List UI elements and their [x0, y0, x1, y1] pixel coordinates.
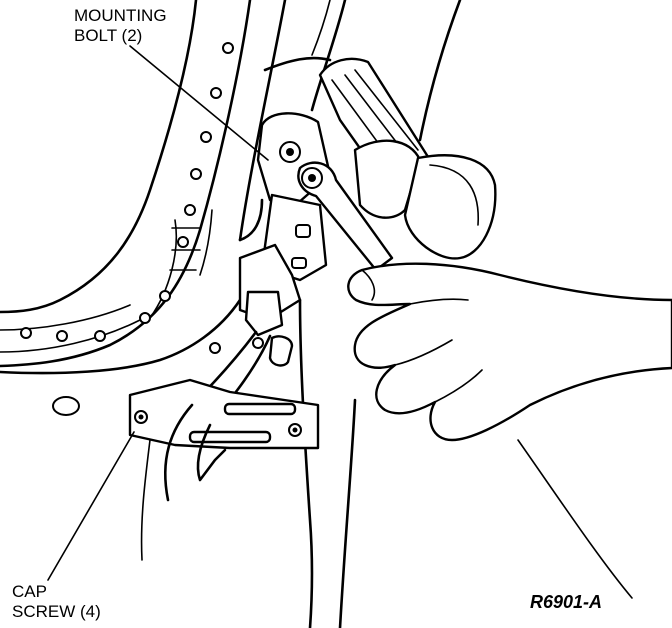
pillar-trim: [318, 57, 497, 260]
panel-holes: [20, 42, 264, 416]
cap-screw-leader: [47, 431, 135, 581]
door-frame: [0, 0, 462, 628]
cap-screw-label-line2: SCREW (4): [12, 602, 101, 621]
cap-screw-label: CAP SCREW (4): [12, 582, 101, 622]
mounting-bolt-label: MOUNTING BOLT (2): [74, 6, 167, 46]
mounting-bolt-label-line1: MOUNTING: [74, 6, 167, 25]
hand: [347, 262, 672, 442]
ratchet-wrench: [297, 161, 394, 272]
mounting-bolt-leader: [129, 45, 269, 161]
cap-screw-label-line1: CAP: [12, 582, 47, 601]
mounting-bolt-label-line2: BOLT (2): [74, 26, 143, 45]
figure-id: R6901-A: [530, 592, 603, 612]
leader-lines: [47, 45, 633, 599]
lower-anchor-plate: [128, 378, 320, 561]
